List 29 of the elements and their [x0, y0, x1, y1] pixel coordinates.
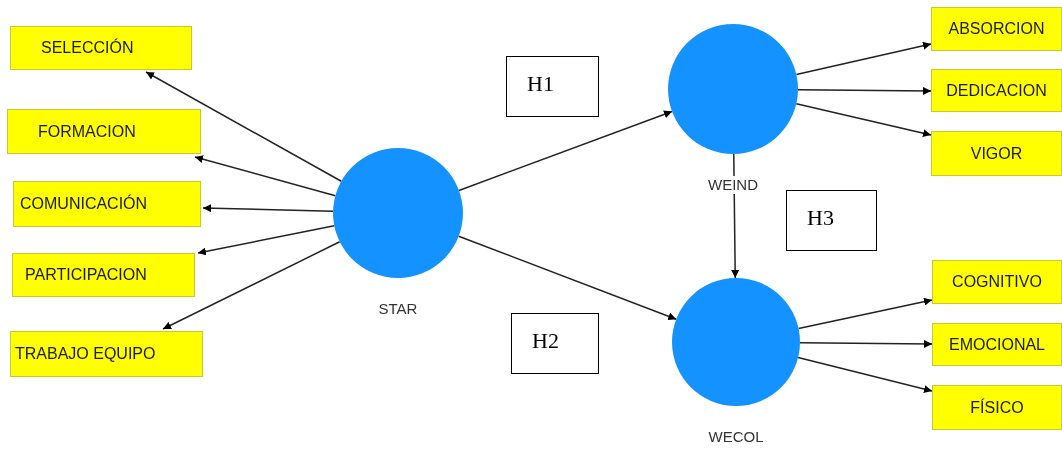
indicator-box: COMUNICACIÓN	[13, 181, 201, 227]
arrow	[795, 102, 932, 138]
hypothesis-box: H2	[511, 313, 599, 374]
arrow	[458, 235, 677, 321]
arrow	[458, 110, 673, 192]
indicator-box: FÍSICO	[932, 385, 1062, 430]
indicator-box: VIGOR	[931, 131, 1062, 176]
construct-label: WEIND	[706, 176, 760, 194]
arrow	[731, 153, 740, 279]
arrow	[797, 297, 933, 330]
indicator-box: COGNITIVO	[932, 260, 1062, 304]
indicator-box: FORMACION	[7, 109, 201, 154]
indicator-box: TRABAJO EQUIPO	[10, 331, 203, 377]
indicator-box: DEDICACION	[931, 69, 1062, 112]
arrow	[797, 86, 932, 95]
indicator-box: ABSORCION	[931, 7, 1062, 51]
indicator-box: SELECCIÓN	[10, 26, 192, 70]
arrow	[197, 225, 335, 256]
indicator-box: PARTICIPACION	[12, 253, 195, 297]
arrow	[145, 71, 343, 182]
arrow	[202, 204, 334, 213]
arrow	[797, 356, 933, 393]
hypothesis-box: H1	[506, 56, 599, 117]
hypothesis-box: H3	[786, 190, 877, 251]
arrow	[795, 41, 932, 76]
arrow	[194, 155, 337, 197]
arrow	[799, 339, 933, 348]
arrow	[162, 241, 341, 330]
indicator-box: EMOCIONAL	[932, 323, 1062, 366]
